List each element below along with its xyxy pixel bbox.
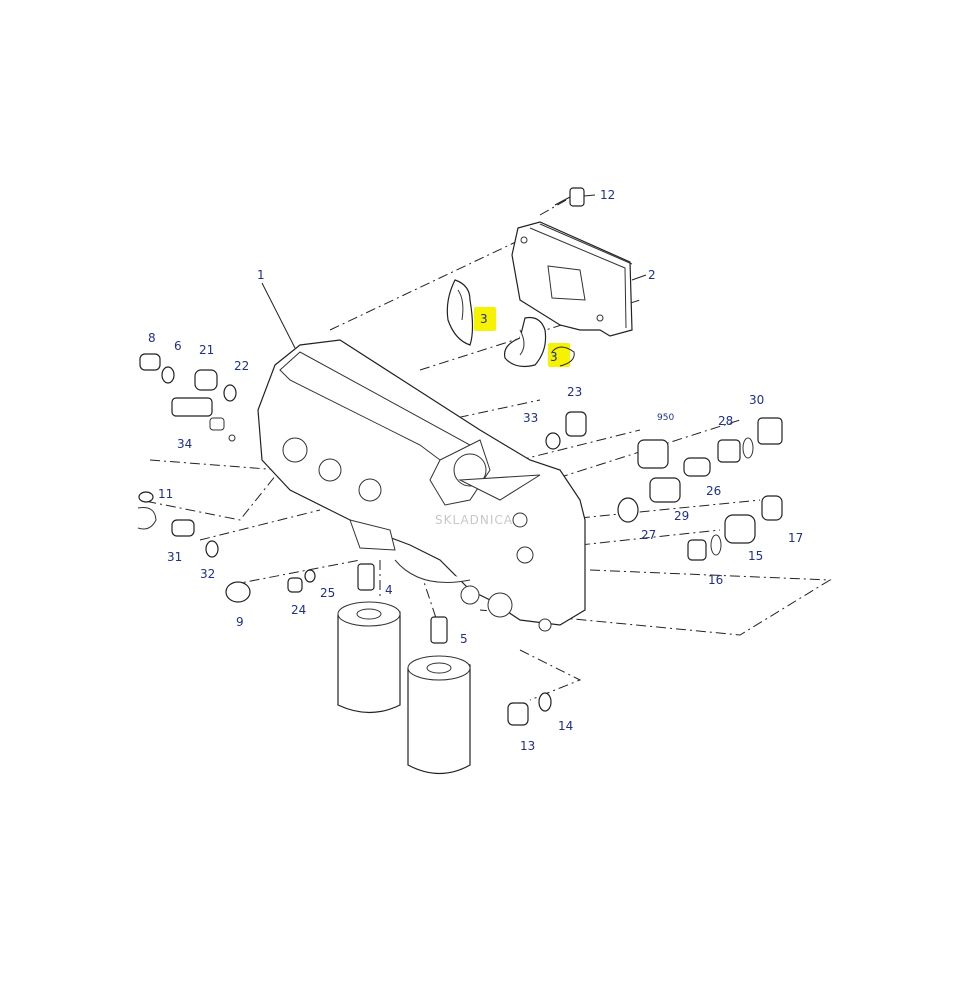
spring-16 [687,534,722,561]
callout-3: 3 [480,312,488,326]
seal-22 [223,384,237,402]
callout-25: 25 [320,586,335,600]
oil-cooler-housing [257,339,586,632]
plug-21 [194,369,218,391]
piston-26 [683,457,711,477]
watermark: SKLADNICA [435,513,513,527]
callout-1: 1 [257,268,265,282]
callout-11: 11 [158,487,173,501]
callout-13: 13 [520,739,535,753]
fitting-31 [171,519,195,537]
callout-2: 2 [648,268,656,282]
callout-9: 9 [236,615,244,629]
seal-27 [617,497,639,523]
callout-6: 6 [174,339,182,353]
highlight-3-b [548,343,570,367]
callout-31: 31 [167,550,182,564]
gasket-3-left [446,279,474,346]
sensor-34 [171,397,236,442]
callout-34: 34 [177,437,192,451]
plug-24 [287,577,303,593]
plug-17 [761,495,783,521]
bolt-12 [554,187,585,207]
callout-24: 24 [291,603,306,617]
highlight-3-a [474,307,496,331]
callout-23: 23 [567,385,582,399]
callout-33: 33 [523,411,538,425]
callout-32: 32 [200,567,215,581]
seal-32 [205,540,219,558]
callout-16: 16 [708,573,723,587]
callout-28: 28 [718,414,733,428]
callout-5: 5 [460,632,468,646]
callout-22: 22 [234,359,249,373]
seal-6 [161,366,175,384]
nut-30 [757,417,783,445]
ring-11 [137,491,157,530]
filter-nipple-5 [430,616,448,644]
seal-25 [304,569,316,583]
ring-9 [225,581,251,603]
spring-28 [717,437,754,463]
seal-14 [538,692,552,712]
callout-3: 3 [550,350,558,364]
callout-labels: 1 2 3 3 4 5 6 8 9 11 12 13 14 15 16 17 2… [148,188,803,753]
callout-12: 12 [600,188,615,202]
seal-33 [545,432,561,450]
callout-29: 29 [674,509,689,523]
cap-15 [724,514,756,544]
plug-13 [507,702,529,726]
callout-950: 950 [657,413,674,423]
filter-nipple-4 [357,563,375,591]
plug-23 [565,411,587,437]
oil-filter-right [407,655,471,774]
callout-21: 21 [199,343,214,357]
gasket-3-small-ring [551,346,575,367]
callout-15: 15 [748,549,763,563]
oil-filter-left [337,601,401,714]
plug-8 [139,353,161,371]
callout-27: 27 [641,528,656,542]
callout-30: 30 [749,393,764,407]
cooler-core [511,221,633,337]
callout-14: 14 [558,719,573,733]
callout-4: 4 [385,583,393,597]
sleeve-29 [649,477,681,503]
leader-lines [261,194,647,349]
callout-8: 8 [148,331,156,345]
valve-950 [637,439,669,469]
callout-17: 17 [788,531,803,545]
gasket-3-right [503,316,547,368]
callout-26: 26 [706,484,721,498]
